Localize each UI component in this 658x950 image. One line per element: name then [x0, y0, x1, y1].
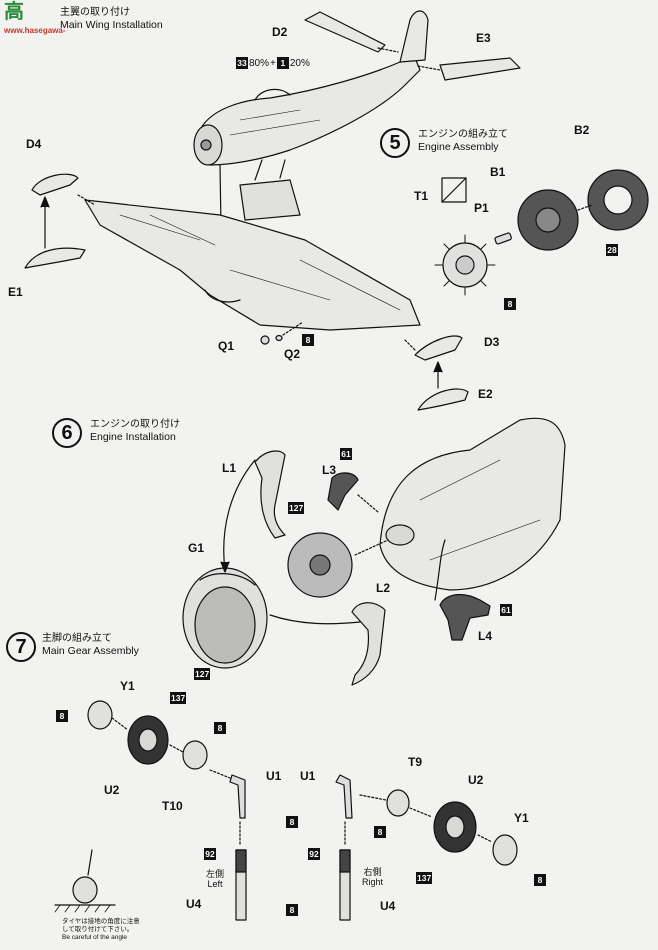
- part-label-e1: E1: [8, 285, 23, 299]
- paint-code-u4-mid: 8: [286, 904, 298, 916]
- part-label-d4: D4: [26, 137, 42, 151]
- part-label-b1: B1: [490, 165, 506, 179]
- part-label-u1-left: U1: [266, 769, 282, 783]
- paint-mix-pct-a: 80%: [249, 57, 270, 69]
- paint-mix-code-a: 33: [236, 57, 248, 69]
- paint-code-q2: 8: [302, 334, 314, 346]
- right-side-en: Right: [362, 877, 384, 887]
- engine-assembly-drawing: [434, 169, 649, 296]
- part-label-u2-right: U2: [468, 773, 484, 787]
- part-label-l2: L2: [376, 581, 391, 595]
- part-label-d2: D2: [272, 25, 288, 39]
- part-label-l4: L4: [478, 629, 493, 643]
- left-side-label: 左側 Left: [206, 870, 224, 889]
- engine-installation-drawing: [182, 417, 566, 686]
- step4-title: 主翼の取り付け Main Wing Installation: [60, 8, 163, 31]
- paint-code-u1-left: 8: [286, 816, 298, 828]
- tire-angle-caution: タイヤは接地の角度に注意 して取り付けて下さい。 Be careful of t…: [62, 918, 140, 942]
- paint-mix-plus: +: [270, 57, 276, 69]
- part-label-u2-left: U2: [104, 783, 120, 797]
- paint-code-t10: 8: [214, 722, 226, 734]
- paint-mix-code-b: 1: [276, 57, 289, 69]
- part-label-l1: L1: [222, 461, 237, 475]
- part-label-u4-left: U4: [186, 897, 202, 911]
- step6-title: エンジンの取り付け Engine Installation: [90, 420, 180, 443]
- caution-line2: して取り付けて下さい。: [62, 926, 134, 934]
- caution-line3: Be careful of the angle: [62, 934, 128, 942]
- part-label-t1: T1: [414, 189, 429, 203]
- step6-title-jp: エンジンの取り付け: [90, 419, 180, 430]
- paint-code-u2-right: 137: [416, 872, 433, 884]
- part-label-g1: G1: [188, 541, 205, 555]
- part-label-t10: T10: [162, 799, 183, 813]
- part-label-u1-right: U1: [300, 769, 316, 783]
- step4-title-jp: 主翼の取り付け: [60, 7, 130, 18]
- paint-code-b1: 28: [606, 244, 618, 256]
- paint-code-u1-right: 8: [374, 826, 386, 838]
- watermark-site: www.hasegawa-: [4, 26, 66, 35]
- step7-title-jp: 主脚の組み立て: [42, 633, 112, 644]
- part-label-l3: L3: [322, 463, 337, 477]
- step6-number: 6: [52, 418, 82, 448]
- step5-number: 5: [380, 128, 410, 158]
- watermark-logo: 高 www.hasegawa-: [0, 0, 72, 36]
- paint-code-u4-left: 92: [204, 848, 216, 860]
- paint-code-l3: 61: [340, 448, 352, 460]
- part-label-t9: T9: [408, 755, 423, 769]
- part-label-y1-right: Y1: [514, 811, 529, 825]
- part-label-u4-right: U4: [380, 899, 396, 913]
- part-label-q1: Q1: [218, 339, 235, 353]
- step4-title-en: Main Wing Installation: [60, 19, 163, 31]
- step5-title-jp: エンジンの組み立て: [418, 129, 508, 140]
- paint-code-u4-right: 92: [308, 848, 320, 860]
- paint-code-t1: 8: [504, 298, 516, 310]
- paint-mix: 33 80% + 1 20%: [236, 56, 310, 70]
- step7-number: 7: [6, 632, 36, 662]
- part-label-q2: Q2: [284, 347, 301, 361]
- right-side-label: 右側 Right: [362, 868, 383, 887]
- step7-title-en: Main Gear Assembly: [42, 645, 139, 657]
- step5-title-en: Engine Assembly: [418, 141, 499, 153]
- step5-title: エンジンの組み立て Engine Assembly: [418, 130, 508, 153]
- step7-title: 主脚の組み立て Main Gear Assembly: [42, 634, 139, 657]
- caution-line1: タイヤは接地の角度に注意: [62, 918, 140, 925]
- paint-code-y1-left: 8: [56, 710, 68, 722]
- paint-code-l4: 61: [500, 604, 512, 616]
- part-label-e2: E2: [478, 387, 493, 401]
- left-side-en: Left: [207, 879, 223, 889]
- part-label-b2: B2: [574, 123, 590, 137]
- main-wing-drawing: [24, 173, 469, 411]
- paint-mix-pct-b: 20%: [289, 57, 310, 69]
- main-gear-drawing: [54, 700, 518, 921]
- paint-code-l1: 127: [288, 502, 305, 514]
- part-label-y1-left: Y1: [120, 679, 135, 693]
- part-label-d3: D3: [484, 335, 500, 349]
- paint-code-g1: 127: [194, 668, 211, 680]
- right-side-jp: 右側: [363, 867, 382, 877]
- left-side-jp: 左側: [206, 869, 225, 879]
- part-label-p1: P1: [474, 201, 489, 215]
- part-label-e3: E3: [476, 31, 491, 45]
- watermark-logo-text: 高: [4, 1, 24, 23]
- paint-code-y1-right: 8: [534, 874, 546, 886]
- step6-title-en: Engine Installation: [90, 431, 176, 443]
- fuselage-drawing: [193, 10, 521, 293]
- paint-code-u2-left: 137: [170, 692, 187, 704]
